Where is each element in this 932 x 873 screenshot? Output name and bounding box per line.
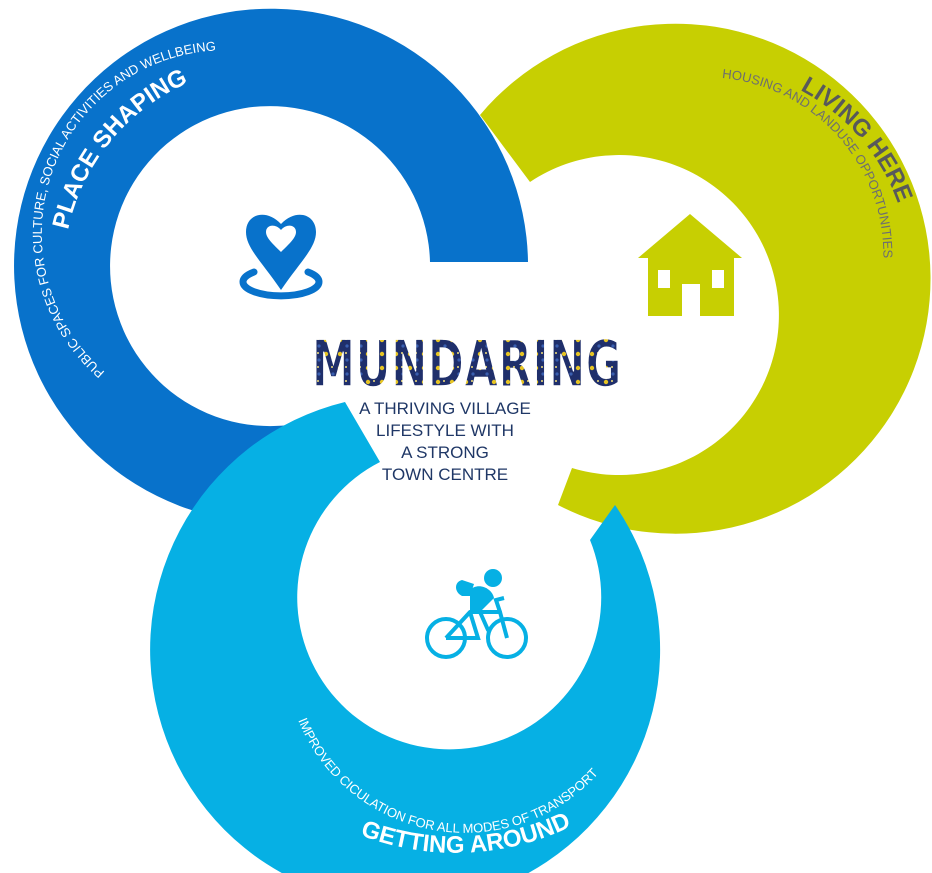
tagline-line-2: LIFESTYLE WITH	[376, 421, 514, 440]
tagline-line-1: A THRIVING VILLAGE	[359, 399, 531, 418]
house-icon	[638, 214, 742, 316]
ring-place-shaping	[14, 8, 529, 522]
heart-location-pin-icon	[239, 214, 323, 300]
tagline-line-4: TOWN CENTRE	[381, 465, 509, 484]
cyclist-icon	[425, 569, 528, 659]
ring-living-here	[480, 23, 931, 534]
brand-logo-word: MUNDARING	[312, 328, 622, 402]
tagline-line-3: A STRONG	[401, 443, 489, 462]
ring-getting-around	[150, 402, 661, 873]
tagline: A THRIVING VILLAGE LIFESTYLE WITH A STRO…	[330, 398, 560, 486]
